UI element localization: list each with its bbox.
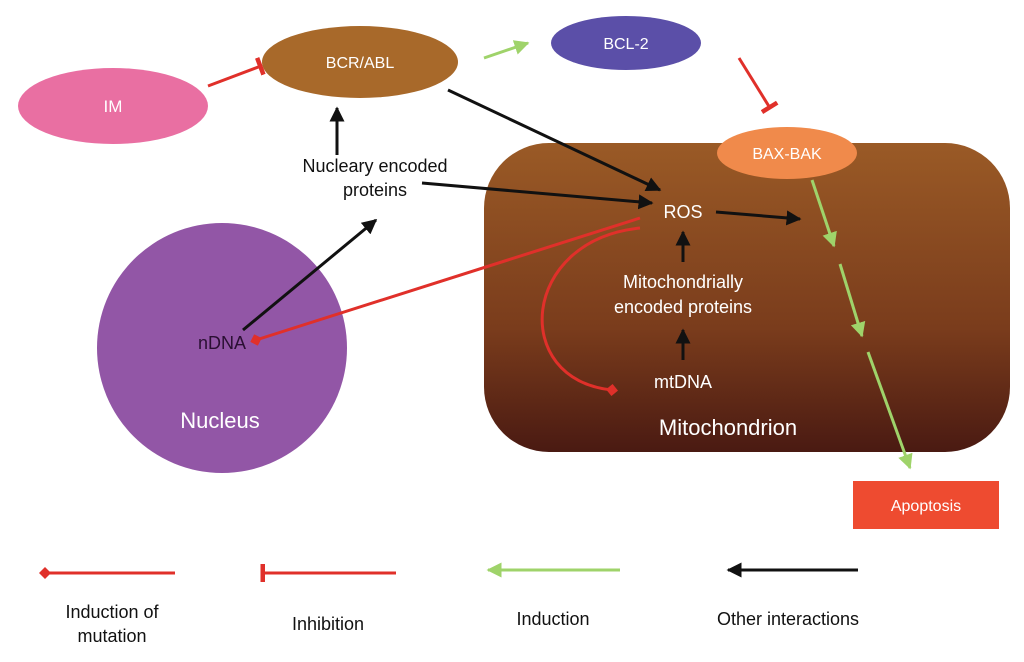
edge-bcl2-bax-bak bbox=[737, 57, 779, 115]
bcl2-node bbox=[551, 16, 701, 70]
legend-mutation-label-line2: mutation bbox=[77, 626, 146, 646]
legend-mutation-label-line1: Induction of bbox=[65, 602, 159, 622]
ros-label: ROS bbox=[663, 202, 702, 222]
bcr-abl-node bbox=[262, 26, 458, 98]
edge-ros-mtdna bbox=[540, 226, 641, 396]
legend-other-label: Other interactions bbox=[717, 609, 859, 629]
edge-bax-apoptosis-3 bbox=[866, 351, 913, 470]
apoptosis-label: Apoptosis bbox=[891, 498, 961, 515]
bax-bak-node bbox=[717, 127, 857, 179]
edge-bax-apoptosis-2 bbox=[838, 263, 866, 338]
mtdna-label: mtDNA bbox=[654, 372, 712, 392]
nuclear-proteins-label-line2: proteins bbox=[343, 180, 407, 200]
legend-induction-label: Induction bbox=[516, 609, 589, 629]
mitochondrion-label: Mitochondrion bbox=[659, 415, 797, 440]
edge-bax-apoptosis-1 bbox=[810, 179, 837, 248]
apoptosis-node bbox=[853, 481, 999, 529]
edge-bcr-abl-bcl2 bbox=[483, 40, 530, 60]
im-node bbox=[18, 68, 208, 144]
nucleus-shape bbox=[97, 223, 347, 473]
ndna-label: nDNA bbox=[198, 333, 246, 353]
edge-ros-ndna bbox=[250, 216, 641, 346]
mitochondrion-shape bbox=[484, 143, 1010, 452]
bcr-abl-label: BCR/ABL bbox=[326, 55, 395, 72]
mito-proteins-label-line1: Mitochondrially bbox=[623, 272, 743, 292]
edge-ndna-nucprot bbox=[242, 218, 378, 332]
edge-ros-apoptosis bbox=[715, 210, 802, 226]
bax-bak-label: BAX-BAK bbox=[752, 146, 822, 163]
edge-bcr-abl-ros bbox=[447, 88, 662, 192]
im-label: IM bbox=[104, 97, 123, 116]
nuclear-proteins-label-line1: Nucleary encoded bbox=[302, 156, 447, 176]
edge-im-bcr-abl bbox=[207, 57, 266, 88]
bcl2-label: BCL-2 bbox=[603, 36, 648, 53]
edge-nucprot-ros bbox=[421, 181, 654, 210]
mito-proteins-label-line2: encoded proteins bbox=[614, 297, 752, 317]
legend-inhibition-label: Inhibition bbox=[292, 614, 364, 634]
nucleus-label: Nucleus bbox=[180, 408, 259, 433]
